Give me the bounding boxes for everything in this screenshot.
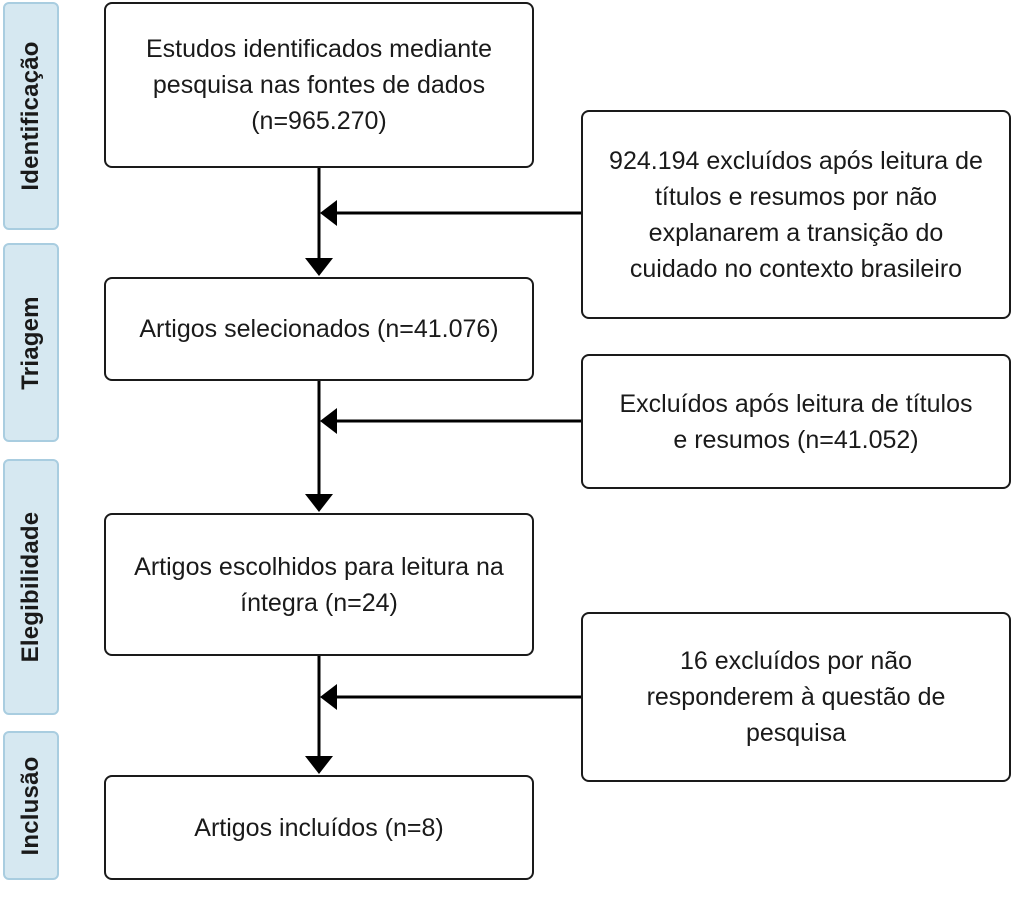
exclusion-box-titles-abstracts: Excluídos após leitura de títulos e resu… <box>581 354 1011 489</box>
arrowhead-down-icon <box>305 494 333 512</box>
exclusion-box-screening: 924.194 excluídos após leitura de título… <box>581 110 1011 319</box>
chosen-articles-box: Artigos escolhidos para leitura na ínteg… <box>104 513 534 656</box>
box-text-line: responderem à questão de <box>646 683 946 711</box>
box-text-line: pesquisa <box>745 719 847 747</box>
selected-articles-box: Artigos selecionados (n=41.076) <box>104 277 534 381</box>
phase-elegibilidade: Elegibilidade <box>3 459 59 715</box>
phase-inclusao: Inclusão <box>3 731 59 880</box>
phase-triagem: Triagem <box>3 243 59 442</box>
box-text-line: íntegra (n=24) <box>240 588 398 617</box>
box-text-line: explanarem a transição do <box>648 218 944 247</box>
box-text-line: (n=965.270) <box>251 107 387 135</box>
arrowhead-left-icon <box>320 408 337 434</box>
box-text-line: 924.194 excluídos após leitura de <box>609 146 983 175</box>
box-text-line: Estudos identificados mediante <box>145 35 493 63</box>
arrowhead-left-icon <box>320 200 337 226</box>
exclusion-box-eligibility: 16 excluídos por não responderem à quest… <box>581 612 1011 782</box>
included-articles-box: Artigos incluídos (n=8) <box>104 775 534 880</box>
box-text-line: títulos e resumos por não <box>654 182 938 211</box>
phase-identificacao: Identificação <box>3 2 59 230</box>
box-text-line: pesquisa nas fontes de dados <box>152 71 486 99</box>
box-text-line: 16 excluídos por não <box>679 647 913 675</box>
arrowhead-down-icon <box>305 258 333 276</box>
box-text-line: Artigos selecionados (n=41.076) <box>139 315 499 343</box>
arrowhead-left-icon <box>320 684 337 710</box>
identified-studies-box: Estudos identificados mediante pesquisa … <box>104 2 534 168</box>
box-text-line: Artigos incluídos (n=8) <box>194 813 444 842</box>
box-text-line: cuidado no contexto brasileiro <box>629 254 963 283</box>
box-text-line: Excluídos após leitura de títulos <box>619 389 973 418</box>
box-text-line: e resumos (n=41.052) <box>673 425 919 454</box>
box-text-line: Artigos escolhidos para leitura na <box>134 552 504 581</box>
arrowhead-down-icon <box>305 756 333 774</box>
